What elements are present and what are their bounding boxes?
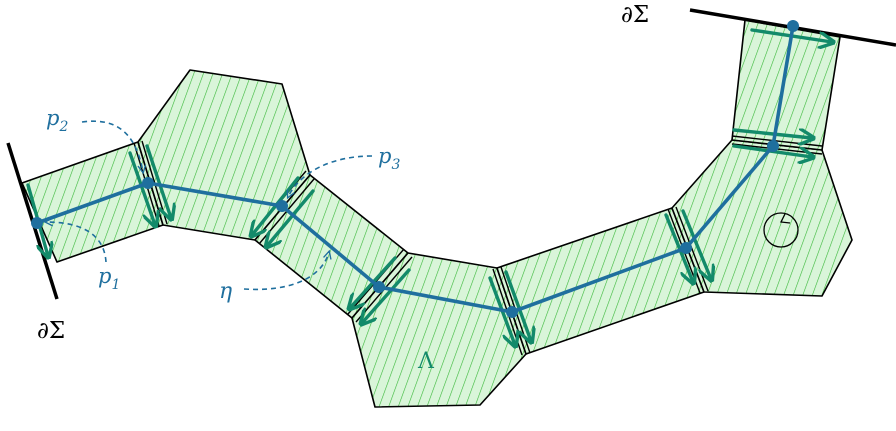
vertex-4: [373, 281, 385, 293]
arrow-e1a: [128, 151, 155, 225]
vertex-p1: [31, 217, 43, 229]
label-eta: η: [219, 279, 232, 304]
vertex-7: [767, 140, 779, 152]
cell-6: [671, 139, 853, 297]
arrow-e5b: [681, 209, 711, 279]
path-vertices: [31, 20, 799, 318]
vertex-p2: [142, 177, 154, 189]
boundary-label-top: ∂Σ: [621, 2, 649, 28]
label-p3: p3: [378, 144, 400, 173]
label-p2: p2: [46, 106, 68, 135]
label-lambda: Λ: [417, 349, 435, 374]
boundary-label-bottom: ∂Σ: [37, 318, 65, 344]
cells: [21, 19, 853, 408]
arrow-e2b: [267, 189, 315, 246]
pointer-p3: [288, 155, 373, 197]
pointer-p1: [46, 222, 107, 263]
label-p1: p1: [98, 264, 120, 293]
arrow-e3b: [362, 268, 411, 323]
arrow-e4b: [504, 270, 531, 341]
pointer-p2: [81, 120, 143, 172]
vertex-5: [506, 306, 518, 318]
arrow-e6a: [732, 130, 812, 138]
counterclockwise-circle-icon: [763, 212, 799, 248]
arrow-e1b: [145, 144, 171, 218]
pointer-eta: [243, 252, 329, 291]
vertex-p3: [276, 200, 288, 212]
path-gamma: [36, 25, 795, 314]
label-pointers: [46, 120, 373, 291]
vertex-8: [787, 20, 799, 32]
vertex-6: [680, 242, 692, 254]
